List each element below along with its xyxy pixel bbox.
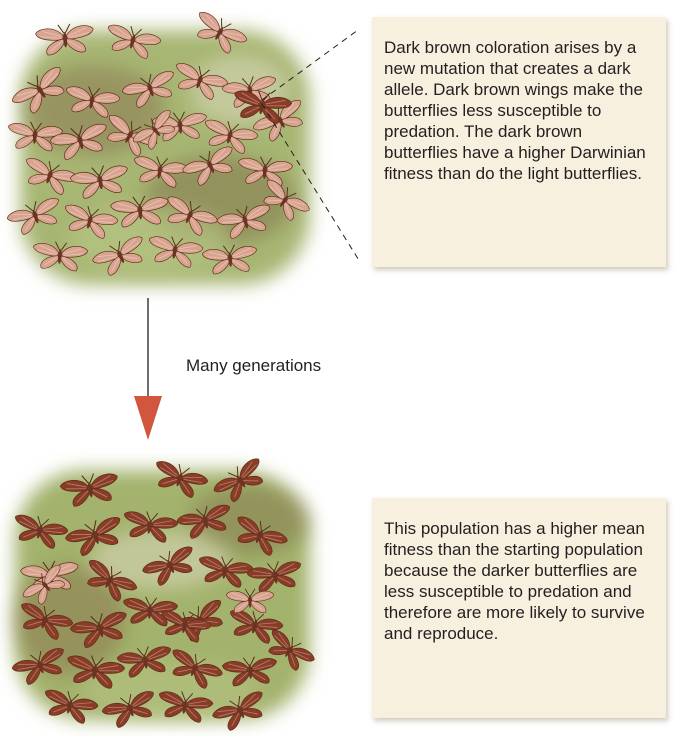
arrow-label: Many generations (186, 356, 321, 376)
generations-arrow (134, 298, 162, 440)
mutation-callout: Dark brown coloration arises by a new mu… (372, 17, 666, 267)
fitness-callout: This population has a higher mean fitnes… (372, 498, 666, 718)
